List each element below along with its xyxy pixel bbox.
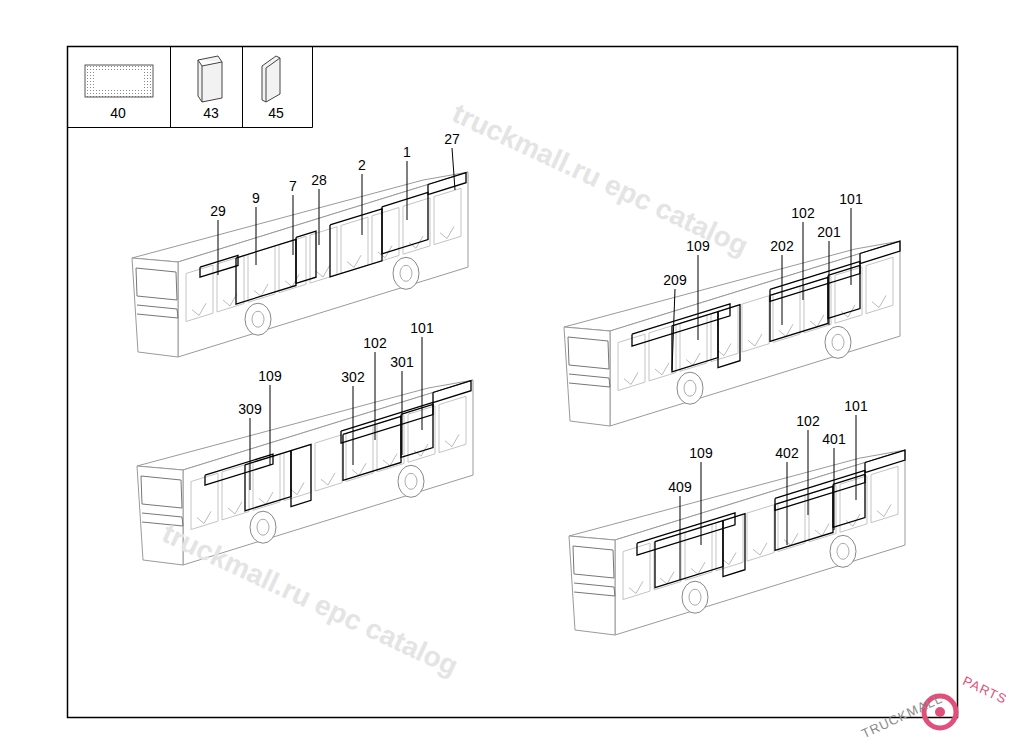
callout-number: 102 [796,414,819,428]
callout-number: 9 [252,191,260,205]
leader-line [293,195,294,255]
callout-number: 1 [403,145,411,159]
watermark: truckmall.ru epc catalog [448,99,752,261]
bus-drawing [564,241,900,426]
callout-number: 101 [844,399,867,413]
leader-line [851,208,852,285]
leader-line [256,207,257,265]
leader-line [698,255,699,340]
callout-number: 43 [203,106,219,120]
callout-number: 2 [358,158,366,172]
callout-number: 202 [770,239,793,253]
leader-line [803,222,804,300]
leader-line [362,174,363,235]
glass-icon [85,65,153,97]
callout-number: 45 [268,106,284,120]
callout-number: 109 [689,446,712,460]
leader-line [787,462,788,545]
leader-line [808,430,809,515]
callout-number: 40 [110,106,126,120]
logo-text: TRUCKMALL [859,692,944,741]
panel-icon [262,56,280,102]
callout-number: 101 [410,321,433,335]
callout-number: 209 [663,273,686,287]
callout-number: 29 [210,204,226,218]
callout-number: 309 [238,402,261,416]
leader-lines [218,148,856,580]
leader-line [319,189,320,245]
callout-number: 101 [839,192,862,206]
frame [68,47,958,718]
callout-number: 301 [390,355,413,369]
bus-drawing [132,172,468,357]
leader-line [218,220,219,275]
callout-number: 402 [775,446,798,460]
leader-line [834,448,835,530]
callout-number: 201 [817,225,840,239]
leader-line [422,337,423,430]
parts-table [68,47,313,128]
leader-line [782,255,783,325]
leader-line [270,385,271,465]
bus-drawing [569,450,905,635]
leader-line [829,241,830,325]
logo-text: PARTS [961,674,1009,706]
callout-number: 102 [363,336,386,350]
leader-line [701,462,702,545]
leader-line [250,418,251,490]
callout-number: 7 [289,179,297,193]
callout-number: 28 [311,173,327,187]
leader-line [452,148,455,190]
leader-line [856,415,857,500]
leader-line [680,496,681,580]
leader-line [672,289,675,370]
callout-number: 27 [444,132,460,146]
panel-icon [198,56,222,102]
glass-icon-center [95,72,143,90]
callout-number: 409 [668,480,691,494]
watermark: truckmall.ru epc catalog [158,519,462,681]
callout-number: 302 [341,370,364,384]
leader-line [353,386,354,465]
callout-number: 102 [791,206,814,220]
callout-number: 401 [822,432,845,446]
leader-line [402,371,403,455]
callout-number: 109 [258,369,281,383]
leader-line [407,161,408,220]
leader-line [375,352,376,440]
